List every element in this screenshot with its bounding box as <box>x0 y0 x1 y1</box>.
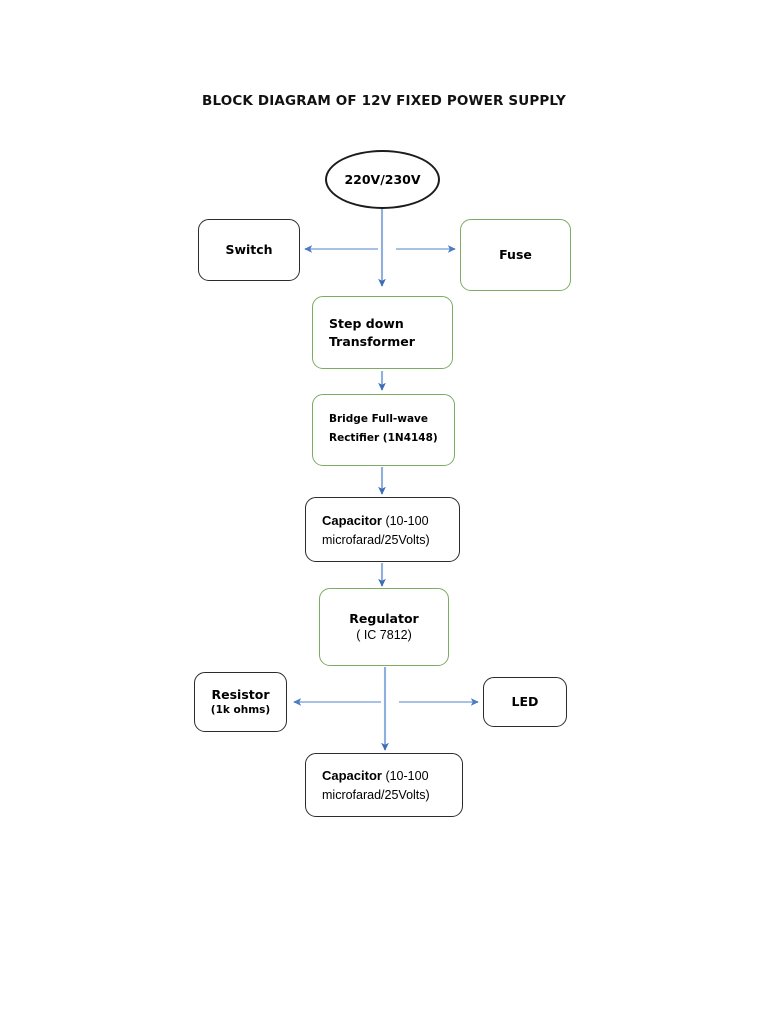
node-rectifier-line2-rest: (1N4148) <box>379 432 438 445</box>
node-rectifier-line2-bold: Rectifier <box>329 432 380 445</box>
node-capacitor-1-line1: Capacitor (10-100 <box>306 510 459 532</box>
node-regulator-line1: Regulator <box>349 610 419 626</box>
node-source-label: 220V/230V <box>344 171 421 187</box>
node-transformer-line2: Transformer <box>329 333 415 349</box>
node-transformer[interactable]: Step down Transformer <box>312 296 453 369</box>
node-capacitor-2-line1-bold: Capacitor <box>322 768 382 784</box>
node-capacitor-2-line1-rest: (10-100 <box>381 769 429 784</box>
node-rectifier-line2: Rectifier (1N4148) <box>313 426 454 448</box>
node-capacitor-2-line2: microfarad/25Volts) <box>322 788 430 803</box>
page-title: BLOCK DIAGRAM OF 12V FIXED POWER SUPPLY <box>202 93 566 109</box>
node-regulator[interactable]: Regulator ( IC 7812) <box>319 588 449 666</box>
node-capacitor-1[interactable]: Capacitor (10-100 microfarad/25Volts) <box>305 497 460 562</box>
node-switch[interactable]: Switch <box>198 219 300 281</box>
node-capacitor-1-line1-rest: (10-100 <box>381 513 429 528</box>
node-fuse-label: Fuse <box>499 247 532 263</box>
node-capacitor-2[interactable]: Capacitor (10-100 microfarad/25Volts) <box>305 753 463 817</box>
node-switch-label: Switch <box>225 242 273 258</box>
node-source[interactable]: 220V/230V <box>325 150 440 209</box>
node-resistor-line1: Resistor <box>211 687 270 703</box>
node-fuse[interactable]: Fuse <box>460 219 571 291</box>
node-transformer-line1: Step down <box>329 316 404 332</box>
node-capacitor-1-line1-bold: Capacitor <box>322 512 382 528</box>
node-resistor[interactable]: Resistor (1k ohms) <box>194 672 287 732</box>
node-led-label: LED <box>511 694 539 710</box>
node-led[interactable]: LED <box>483 677 567 727</box>
node-regulator-line2: ( IC 7812) <box>356 628 412 642</box>
node-resistor-line2: (1k ohms) <box>210 704 271 717</box>
node-capacitor-2-line1: Capacitor (10-100 <box>306 765 462 787</box>
node-rectifier-line1: Bridge Full-wave <box>329 412 429 425</box>
node-rectifier[interactable]: Bridge Full-wave Rectifier (1N4148) <box>312 394 455 466</box>
node-capacitor-1-line2: microfarad/25Volts) <box>322 532 430 547</box>
